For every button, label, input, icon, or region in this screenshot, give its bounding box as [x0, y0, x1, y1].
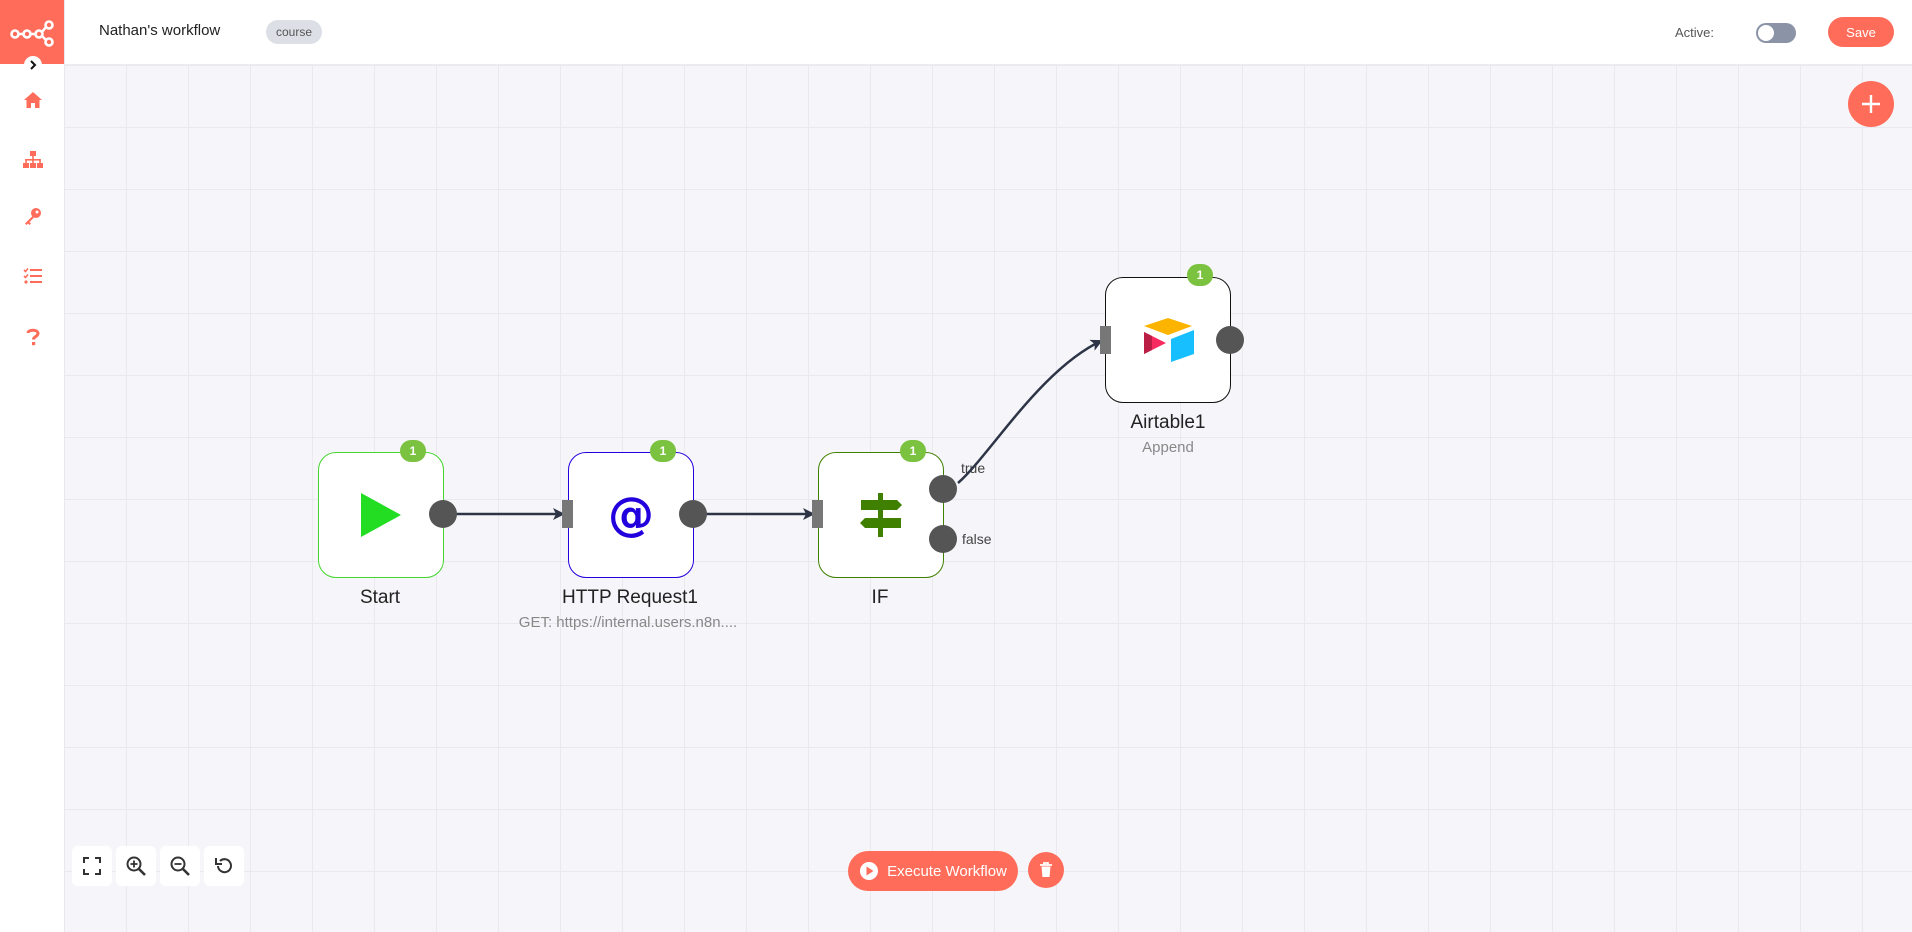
node-airtable-input[interactable] — [1100, 326, 1111, 354]
node-http-input[interactable] — [562, 500, 573, 528]
sidebar-item-credentials[interactable] — [20, 203, 46, 229]
workflow-name[interactable]: Nathan's workflow — [99, 22, 221, 39]
delete-execution-button[interactable] — [1028, 852, 1064, 888]
sidebar-item-home[interactable] — [20, 87, 46, 113]
node-airtable[interactable] — [1105, 277, 1231, 403]
node-if-false-label: false — [962, 531, 992, 547]
node-if-input[interactable] — [812, 500, 823, 528]
zoom-in-button[interactable] — [116, 846, 156, 886]
node-http-subtitle: GET: https://internal.users.n8n.... — [518, 614, 738, 631]
zoom-out-button[interactable] — [160, 846, 200, 886]
node-airtable-label: Airtable1 — [1130, 412, 1206, 433]
node-airtable-run-badge: 1 — [1187, 264, 1213, 286]
node-start-label: Start — [359, 587, 401, 608]
node-http-label: HTTP Request1 — [562, 587, 698, 608]
reset-zoom-button[interactable] — [204, 846, 244, 886]
sidebar-item-help[interactable] — [20, 324, 46, 350]
key-icon — [25, 208, 41, 225]
node-if[interactable] — [818, 452, 944, 578]
execute-workflow-label: Execute Workflow — [887, 862, 1007, 880]
play-circle-icon — [860, 862, 879, 880]
node-airtable-subtitle: Append — [1142, 439, 1194, 456]
chevron-right-icon — [30, 60, 37, 70]
sidebar — [0, 0, 65, 932]
at-sign-icon: @ — [608, 490, 654, 540]
execute-workflow-button[interactable]: Execute Workflow — [848, 851, 1018, 891]
tasks-icon — [23, 267, 42, 284]
plus-icon — [1862, 95, 1880, 113]
toggle-knob — [1758, 25, 1774, 41]
node-http-request[interactable]: @ — [568, 452, 694, 578]
node-airtable-output[interactable] — [1216, 326, 1244, 354]
workflow-tag[interactable]: course — [266, 20, 323, 44]
trash-icon — [1040, 862, 1052, 877]
zoom-to-fit-button[interactable] — [72, 846, 112, 886]
sidebar-expand-button[interactable] — [24, 56, 42, 74]
node-start[interactable] — [318, 452, 444, 578]
node-if-true-label: true — [961, 460, 986, 476]
svg-text:@: @ — [608, 490, 654, 540]
node-if-label: IF — [871, 587, 889, 608]
add-node-button[interactable] — [1848, 81, 1894, 127]
sidebar-item-executions[interactable] — [20, 263, 46, 289]
save-button[interactable]: Save — [1828, 17, 1894, 47]
node-http-run-badge: 1 — [650, 440, 676, 462]
node-if-run-badge: 1 — [900, 440, 926, 462]
undo-icon — [215, 858, 232, 874]
node-if-false-output[interactable] — [929, 525, 957, 553]
sidebar-item-workflows[interactable] — [20, 147, 46, 173]
network-icon — [23, 151, 43, 168]
zoom-out-icon — [170, 856, 190, 876]
n8n-logo[interactable] — [0, 0, 64, 64]
play-icon — [361, 493, 401, 537]
node-start-output[interactable] — [429, 500, 457, 528]
zoom-in-icon — [126, 856, 146, 876]
fullscreen-icon — [83, 857, 101, 875]
active-toggle[interactable] — [1756, 23, 1796, 43]
node-http-output[interactable] — [679, 500, 707, 528]
node-if-true-output[interactable] — [929, 475, 957, 503]
question-icon — [26, 328, 40, 346]
top-bar: Nathan's workflow course Active: Save — [64, 0, 1912, 65]
logo-icon — [10, 20, 54, 47]
airtable-icon — [1144, 318, 1194, 362]
active-label: Active: — [1674, 25, 1714, 40]
node-start-run-badge: 1 — [400, 440, 426, 462]
home-icon — [24, 92, 42, 108]
signpost-icon — [860, 493, 902, 537]
